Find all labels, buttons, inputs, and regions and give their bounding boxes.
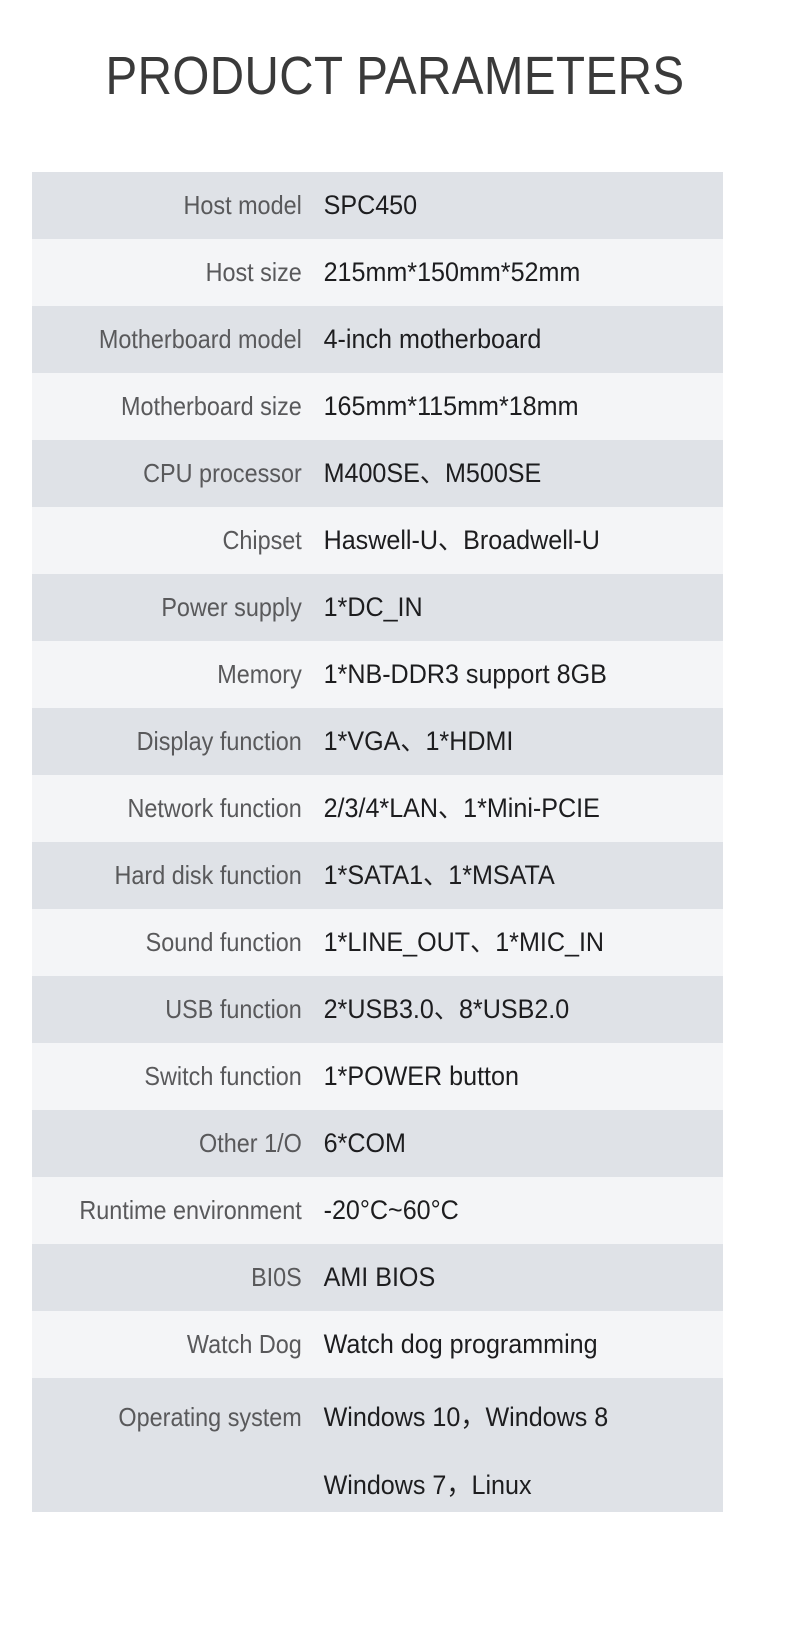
spec-value: 1*NB-DDR3 support 8GB [323, 659, 607, 689]
spec-label: Hard disk function [114, 860, 302, 890]
table-row: USB function 2*USB3.0、8*USB2.0 [32, 976, 723, 1043]
spec-value: AMI BIOS [323, 1262, 436, 1292]
table-row: Operating system Windows 10，Windows 8 Wi… [32, 1378, 723, 1512]
spec-label: Other 1/O [199, 1128, 302, 1158]
table-row: Watch Dog Watch dog programming [32, 1311, 723, 1378]
spec-label: Host size [205, 257, 302, 287]
spec-value: -20°C~60°C [323, 1195, 459, 1225]
spec-value: 1*VGA、1*HDMI [323, 726, 514, 756]
spec-value: Haswell-U、Broadwell-U [323, 525, 600, 555]
spec-label: Motherboard model [98, 324, 302, 354]
table-row: Runtime environment -20°C~60°C [32, 1177, 723, 1244]
spec-value: 1*DC_IN [323, 592, 423, 622]
spec-value: Watch dog programming [323, 1329, 598, 1359]
spec-value-line: Windows 7，Linux [323, 1470, 532, 1500]
spec-value: 4-inch motherboard [323, 324, 542, 354]
spec-label: Watch Dog [186, 1329, 302, 1359]
table-row: Network function 2/3/4*LAN、1*Mini-PCIE [32, 775, 723, 842]
spec-label: Host model [183, 190, 302, 220]
spec-label: Display function [136, 726, 302, 756]
table-row: Power supply 1*DC_IN [32, 574, 723, 641]
table-row: BI0S AMI BIOS [32, 1244, 723, 1311]
spec-label: Motherboard size [120, 391, 302, 421]
spec-value: M400SE、M500SE [323, 458, 542, 488]
spec-label: Sound function [145, 927, 302, 957]
spec-value: 1*LINE_OUT、1*MIC_IN [323, 927, 605, 957]
spec-value: 1*SATA1、1*MSATA [323, 860, 555, 890]
table-row: Hard disk function 1*SATA1、1*MSATA [32, 842, 723, 909]
table-row: Switch function 1*POWER button [32, 1043, 723, 1110]
spec-label: Memory [217, 659, 302, 689]
table-row: Motherboard model 4-inch motherboard [32, 306, 723, 373]
table-row: Display function 1*VGA、1*HDMI [32, 708, 723, 775]
spec-value: 2/3/4*LAN、1*Mini-PCIE [323, 793, 600, 823]
table-row: Memory 1*NB-DDR3 support 8GB [32, 641, 723, 708]
spec-label: Power supply [161, 592, 302, 622]
table-row: Host size 215mm*150mm*52mm [32, 239, 723, 306]
spec-label: Network function [127, 793, 302, 823]
spec-value: 6*COM [323, 1128, 406, 1158]
table-row: Motherboard size 165mm*115mm*18mm [32, 373, 723, 440]
table-row: CPU processor M400SE、M500SE [32, 440, 723, 507]
spec-label: BI0S [251, 1262, 302, 1292]
spec-label: Chipset [222, 525, 302, 555]
spec-label: Runtime environment [79, 1195, 302, 1225]
spec-value: 215mm*150mm*52mm [323, 257, 581, 287]
table-row: Sound function 1*LINE_OUT、1*MIC_IN [32, 909, 723, 976]
spec-value: 1*POWER button [323, 1061, 519, 1091]
spec-label: USB function [165, 994, 302, 1024]
spec-value: Windows 10，Windows 8 Windows 7，Linux [318, 1390, 695, 1507]
table-row: Chipset Haswell-U、Broadwell-U [32, 507, 723, 574]
table-row: Other 1/O 6*COM [32, 1110, 723, 1177]
spec-label: Switch function [144, 1061, 302, 1091]
spec-value: 2*USB3.0、8*USB2.0 [323, 994, 570, 1024]
spec-value-line: Windows 10，Windows 8 [323, 1402, 609, 1432]
table-row: Host model SPC450 [32, 172, 723, 239]
page-title: PRODUCT PARAMETERS [105, 46, 685, 106]
spec-value: SPC450 [323, 190, 418, 220]
spec-label: Operating system [118, 1402, 302, 1432]
spec-label: CPU processor [143, 458, 302, 488]
spec-value: 165mm*115mm*18mm [323, 391, 579, 421]
spec-table: Host model SPC450 Host size 215mm*150mm*… [32, 172, 723, 1512]
